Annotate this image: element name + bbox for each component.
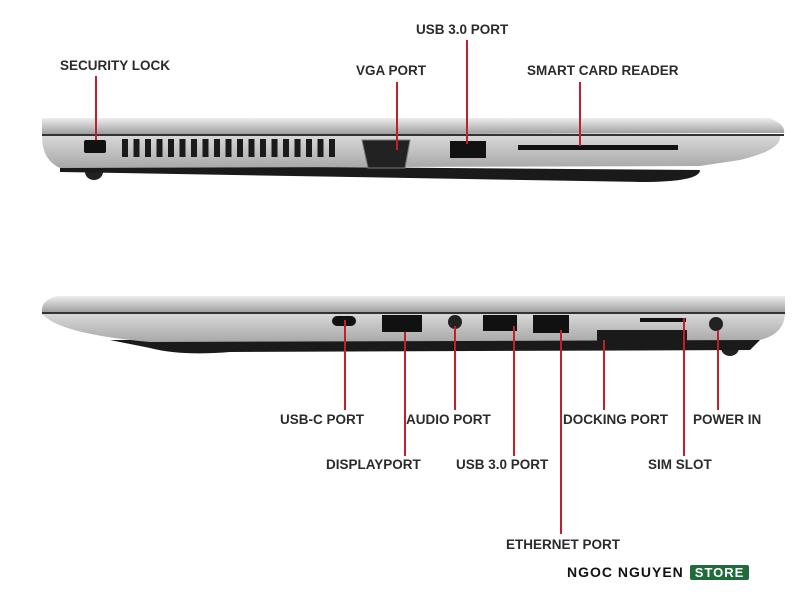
displayport-port [382, 315, 422, 332]
vent-slot [306, 139, 312, 157]
vent-slot [329, 139, 335, 157]
docking-port [597, 330, 687, 342]
ethernet-port [533, 315, 569, 333]
vga-connector [361, 139, 411, 169]
power-jack [709, 317, 723, 331]
vent-slot [283, 139, 289, 157]
label-usb30-port-bottom: USB 3.0 PORT [456, 457, 549, 472]
vent-slot [248, 139, 255, 157]
label-audio-port: AUDIO PORT [406, 412, 491, 427]
vent-slot [237, 139, 243, 157]
laptop-side-right [41, 296, 786, 356]
audio-jack [448, 315, 462, 329]
callout-line [560, 330, 562, 534]
vent-slot [179, 139, 186, 157]
vent-slot [225, 139, 232, 157]
label-usbc-port: USB-C PORT [280, 412, 364, 427]
vent-grille [122, 139, 335, 157]
vent-slot [133, 139, 140, 157]
usb-port [450, 141, 486, 158]
laptop-side-left [42, 118, 785, 182]
vent-slot [122, 139, 128, 157]
label-displayport: DISPLAYPORT [326, 457, 421, 472]
brand-tag: STORE [689, 565, 750, 580]
callout-line [396, 82, 398, 150]
usb-port-2 [483, 315, 517, 331]
callout-line [344, 320, 346, 410]
callout-line [603, 340, 605, 410]
label-security-lock: SECURITY LOCK [60, 58, 171, 73]
vent-slot [271, 139, 278, 157]
label-ethernet-port: ETHERNET PORT [506, 537, 621, 552]
vent-slot [214, 139, 220, 157]
brand-logo: NGOC NGUYEN STORE [567, 564, 750, 580]
vent-slot [317, 139, 324, 157]
sim-slot [640, 318, 686, 322]
label-usb30-port-top: USB 3.0 PORT [416, 22, 509, 37]
callout-line [513, 326, 515, 456]
label-power-in: POWER IN [693, 412, 762, 427]
vent-slot [156, 139, 163, 157]
callout-line [404, 332, 406, 456]
vent-slot [191, 139, 197, 157]
vent-slot [168, 139, 174, 157]
callout-line [95, 76, 97, 140]
vent-slot [294, 139, 301, 157]
callout-line [579, 82, 581, 146]
brand-name: NGOC NGUYEN [567, 564, 684, 580]
label-vga-port: VGA PORT [356, 63, 427, 78]
label-docking-port: DOCKING PORT [563, 412, 669, 427]
label-smart-card-reader: SMART CARD READER [527, 63, 679, 78]
smart-card-slot [518, 145, 678, 150]
callout-line [717, 330, 719, 410]
callout-line [683, 318, 685, 456]
vent-slot [145, 139, 151, 157]
callout-line [454, 326, 456, 410]
callout-line [466, 40, 468, 144]
vent-slot [202, 139, 209, 157]
label-sim-slot: SIM SLOT [648, 457, 712, 472]
security-lock-slot [84, 140, 106, 153]
vent-slot [260, 139, 266, 157]
